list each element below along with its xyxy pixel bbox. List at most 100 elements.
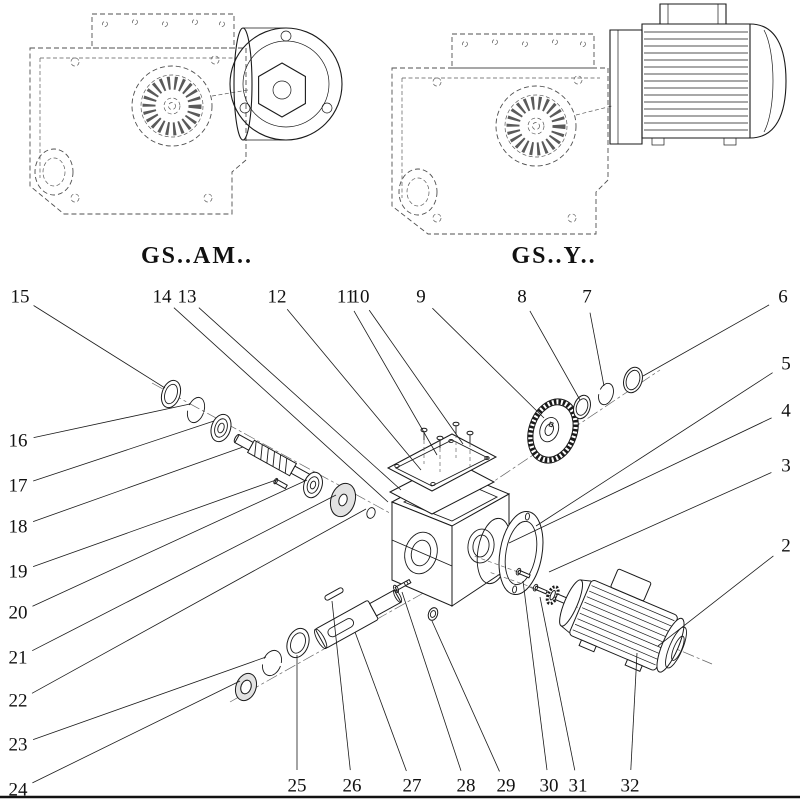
- figure-gearbox-motor: [391, 3, 787, 235]
- motor-fins: [572, 585, 675, 666]
- part-number-8: 8: [517, 287, 527, 308]
- part-number-5: 5: [781, 354, 791, 375]
- part-number-27: 27: [403, 776, 422, 797]
- leader-line-28: [401, 591, 462, 771]
- exploded-view: [151, 366, 713, 703]
- spline-teeth: [142, 76, 202, 136]
- part-output-shaft-27: [314, 589, 403, 650]
- part-circlip-16: [186, 396, 206, 424]
- part-ring-8: [573, 394, 591, 420]
- leader-line-21: [32, 494, 337, 652]
- part-seal-25: [286, 627, 310, 659]
- part-number-28: 28: [457, 776, 476, 797]
- part-number-19: 19: [9, 562, 28, 583]
- part-number-7: 7: [582, 287, 592, 308]
- leader-line-12: [286, 309, 422, 471]
- leader-line-32: [630, 652, 638, 771]
- part-cover-bolts-10: [420, 421, 474, 472]
- terminal-box: [659, 3, 727, 25]
- part-oring-22: [366, 507, 376, 519]
- output-boss: [398, 168, 438, 216]
- leader-line-29: [431, 620, 500, 772]
- part-shim-21: [329, 482, 357, 518]
- leader-line-23: [32, 656, 267, 740]
- part-number-25: 25: [288, 776, 307, 797]
- part-number-11: 11: [337, 287, 355, 308]
- worm-wheel-outline: [131, 65, 213, 147]
- part-bearing-17: [210, 413, 232, 443]
- leader-line-14: [173, 307, 389, 503]
- part-number-14: 14: [153, 287, 173, 308]
- part-number-21: 21: [9, 648, 28, 669]
- part-number-3: 3: [781, 456, 791, 477]
- flange-hub-hex: [258, 62, 306, 118]
- part-ring-6: [623, 366, 643, 394]
- part-washer-29: [427, 607, 439, 621]
- leader-line-16: [33, 403, 191, 438]
- part-number-31: 31: [569, 776, 588, 797]
- part-number-12: 12: [268, 287, 287, 308]
- part-number-20: 20: [9, 603, 28, 624]
- leader-line-5: [535, 372, 773, 527]
- motor-rear-cap: [749, 23, 787, 139]
- part-washer-24: [234, 672, 258, 702]
- leader-line-31: [539, 596, 576, 771]
- part-seal-15: [160, 379, 182, 409]
- leader-line-17: [33, 420, 215, 482]
- part-key-26: [324, 587, 344, 601]
- part-number-32: 32: [621, 776, 640, 797]
- part-bearing-20: [303, 471, 323, 499]
- part-number-4: 4: [781, 401, 791, 422]
- leader-line-4: [508, 417, 772, 544]
- leader-line-11: [353, 310, 438, 456]
- part-bolt-28: [392, 578, 412, 593]
- part-number-17: 17: [9, 476, 28, 497]
- spline-teeth: [506, 96, 566, 156]
- leader-line-6: [642, 304, 770, 377]
- leader-line-24: [32, 680, 241, 784]
- terminal-box: [610, 568, 652, 602]
- leader-line-7: [589, 312, 605, 387]
- leader-line-30: [522, 580, 548, 771]
- part-worm-shaft-18: [233, 433, 320, 487]
- part-bolt-30: [515, 567, 531, 579]
- output-boss: [34, 148, 74, 196]
- leader-line-3: [548, 472, 772, 573]
- part-number-24: 24: [9, 780, 29, 800]
- part-number-13: 13: [178, 287, 197, 308]
- part-number-29: 29: [497, 776, 516, 797]
- part-number-15: 15: [11, 287, 30, 308]
- part-number-22: 22: [9, 691, 28, 712]
- part-screw-19: [273, 477, 288, 490]
- part-number-16: 16: [9, 431, 28, 452]
- leader-line-13: [198, 307, 402, 491]
- part-number-2: 2: [781, 536, 791, 557]
- worm-wheel-outline: [495, 85, 577, 167]
- part-number-10: 10: [351, 287, 370, 308]
- motor-fins: [644, 31, 748, 131]
- figure-label-right: GS..Y..: [511, 243, 596, 269]
- leader-line-20: [32, 479, 308, 607]
- part-number-23: 23: [9, 735, 28, 756]
- part-number-26: 26: [343, 776, 362, 797]
- flange-adapter: [229, 27, 343, 141]
- figure-gearbox-flange: [29, 13, 343, 215]
- part-number-9: 9: [416, 287, 426, 308]
- leader-line-10: [368, 309, 464, 445]
- leader-line-2: [657, 555, 774, 647]
- part-motor-2: [545, 568, 687, 673]
- motor-front-flange: [559, 579, 584, 627]
- part-bolt-31: [532, 583, 548, 595]
- leader-line-9: [432, 307, 545, 419]
- leader-line-22: [31, 508, 367, 694]
- leader-line-19: [32, 479, 277, 567]
- leader-line-8: [529, 310, 581, 401]
- leader-line-18: [32, 446, 244, 522]
- leader-line-15: [33, 305, 166, 389]
- electric-motor: [609, 3, 787, 146]
- figure-label-left: GS..AM..: [141, 243, 253, 269]
- part-circlip-23: [261, 649, 283, 677]
